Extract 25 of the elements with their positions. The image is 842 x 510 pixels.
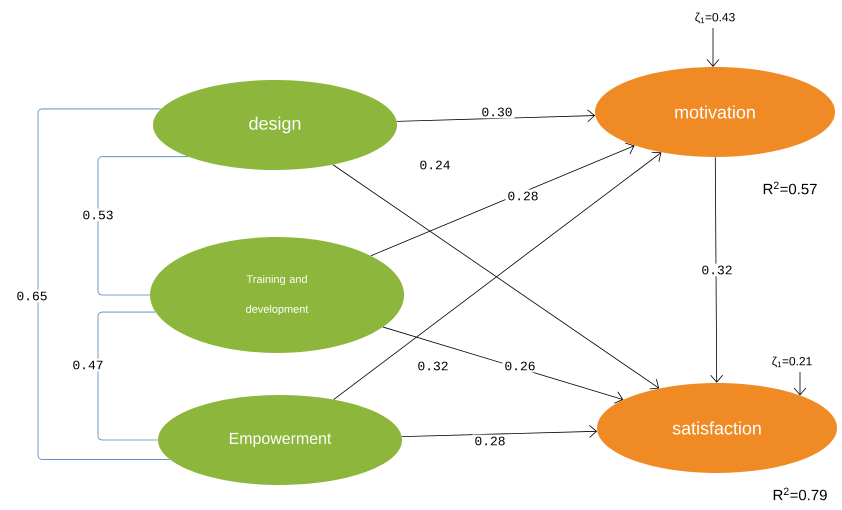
edge-label: 0.30 (479, 106, 515, 118)
edge-label: ζ$_{1}$=0.21 (770, 354, 814, 370)
ellipse-node: motivation (595, 67, 835, 157)
arrow (396, 109, 596, 122)
arrow (401, 425, 598, 438)
ellipse-node: satisfaction (597, 382, 837, 473)
edge-label: 0.24 (417, 158, 453, 172)
edge-label: 0.65 (14, 290, 50, 302)
arrow (794, 372, 806, 396)
ellipse-node: design (153, 80, 397, 170)
arrow (706, 28, 720, 67)
arrow (710, 156, 724, 383)
edge-label: ζ$_{1}$=0.43 (692, 10, 738, 26)
edge-label: 0.53 (80, 208, 116, 222)
ellipse-node: Training and development (150, 236, 404, 353)
edge-label: 0.32 (415, 360, 451, 372)
ellipse-node: Empowerment (158, 394, 402, 485)
edge-label: 0.32 (699, 264, 735, 276)
edge-label: 0.28 (505, 190, 541, 202)
r-squared-label: R$^{2}$=0.79 (774, 488, 827, 500)
arrow (370, 142, 635, 256)
edge-label: 0.26 (502, 360, 538, 372)
edge-label: 0.47 (70, 358, 106, 372)
r-squared-label: R$^{2}$=0.57 (764, 182, 817, 194)
edge-label: 0.28 (472, 434, 508, 448)
